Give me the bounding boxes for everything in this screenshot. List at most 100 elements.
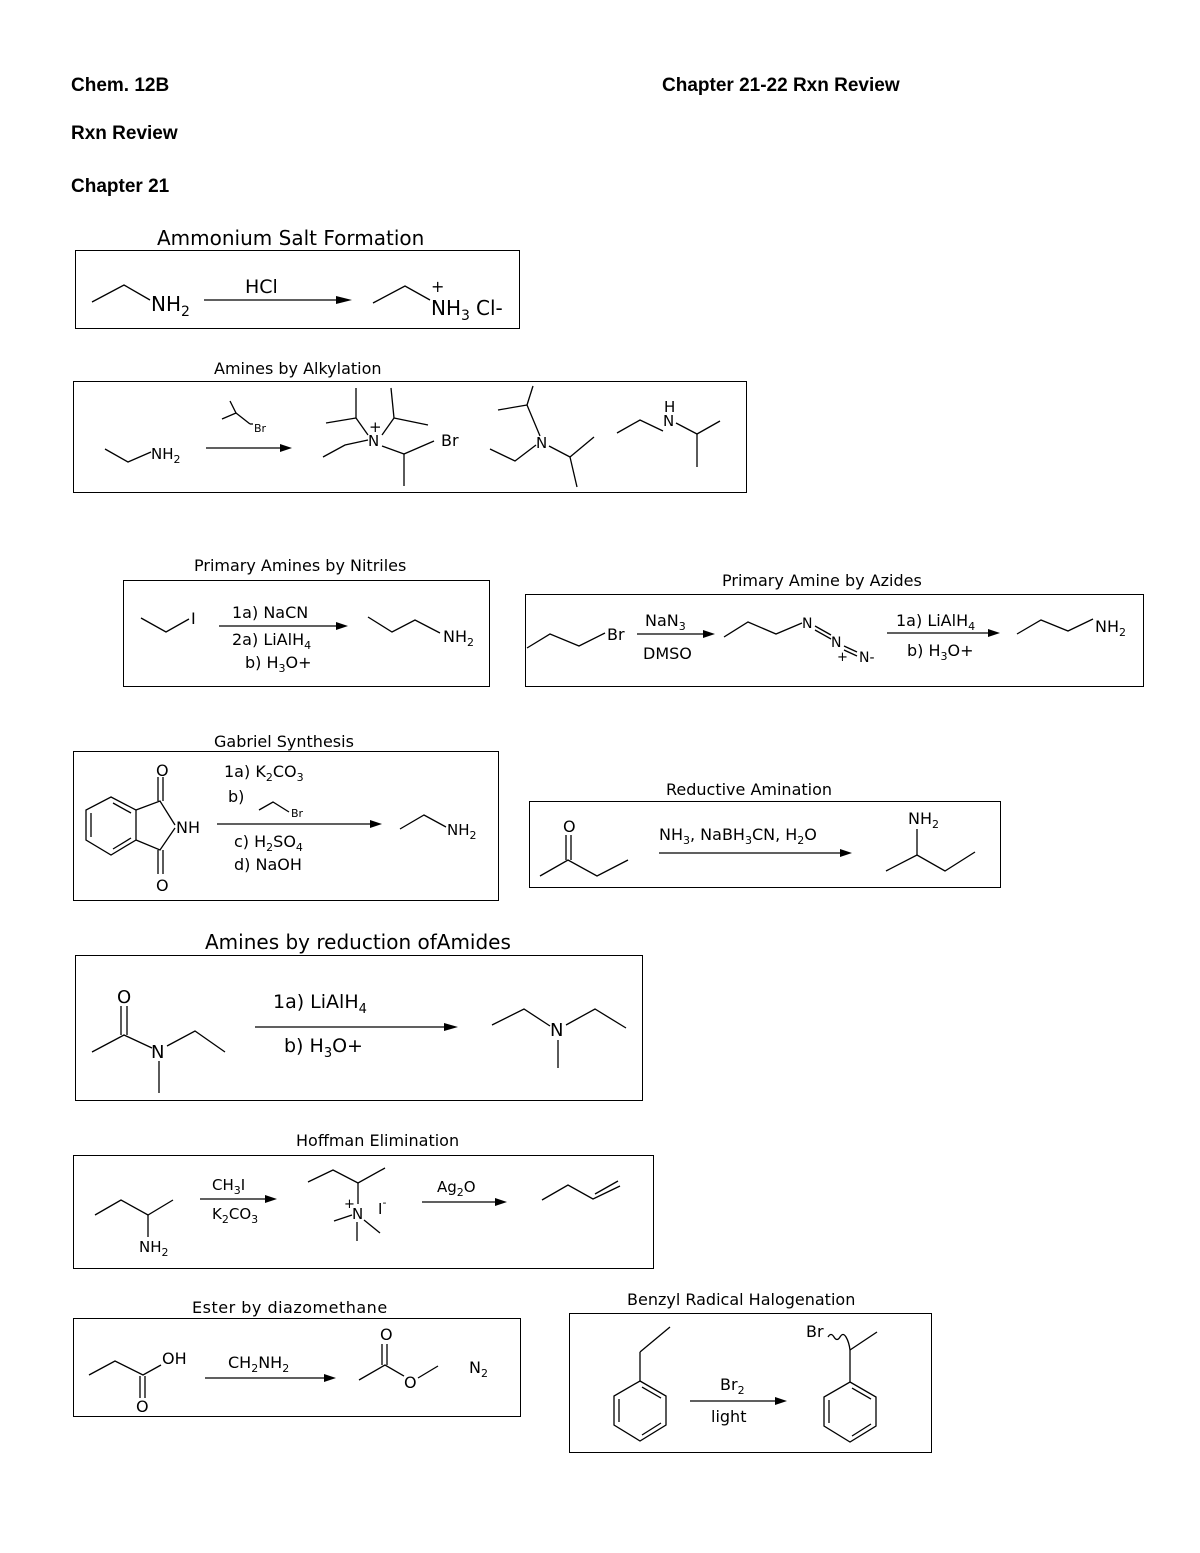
diazomethane-title: Ester by diazomethane <box>192 1298 388 1317</box>
product-ring <box>823 1381 877 1443</box>
bromide-ion: Br <box>441 431 459 450</box>
gabriel-title: Gabriel Synthesis <box>214 732 354 751</box>
benzyl-box <box>569 1313 932 1453</box>
product-bromine: Br <box>806 1322 824 1341</box>
amine-group: NH2 <box>151 445 181 466</box>
step-2: b) H3O+ <box>284 1035 363 1061</box>
amine-group: NH2 <box>1095 617 1126 639</box>
reagent-base: K2CO3 <box>212 1205 258 1226</box>
reagent-bromine: Br2 <box>720 1375 745 1397</box>
chloride-ion: Cl- <box>476 296 503 320</box>
azide-n2: N <box>831 635 841 651</box>
amine-group: NH2 <box>151 292 190 320</box>
reagent-sodium-azide: NaN3 <box>645 611 686 633</box>
carbonyl-o-bottom: O <box>156 876 169 895</box>
reductive-scheme: O NH3, NaBH3CN, H2O NH2 <box>539 809 976 877</box>
step-4: d) NaOH <box>234 855 302 874</box>
section-heading: Chapter 21 <box>71 176 170 197</box>
charge-plus: + <box>431 277 444 296</box>
step-3: b) H3O+ <box>245 653 312 675</box>
alkylation-scheme: Br NH2 + N Br N H N <box>104 385 721 488</box>
bromine: Br <box>607 625 625 644</box>
carbonyl-o: O <box>117 987 131 1008</box>
reagent-hcl: HCl <box>245 276 278 298</box>
step-1: 1a) LiAlH4 <box>896 611 975 633</box>
ethyl-chain <box>91 284 151 303</box>
gabriel-scheme: O O NH 1a) K2CO3 b) Br c) H2SO4 d) NaOH … <box>85 761 477 895</box>
ammonium-n: N <box>352 1205 363 1223</box>
ethyl-chain <box>104 448 152 463</box>
iodide-ion: I- <box>378 1196 386 1218</box>
amides-box <box>75 955 643 1101</box>
reagent-methyl-iodide: CH3I <box>212 1176 245 1197</box>
amine-group: NH2 <box>139 1238 169 1259</box>
reagent-silver-oxide: Ag2O <box>437 1178 476 1199</box>
nitriles-box <box>123 580 490 687</box>
ammonium-title: Ammonium Salt Formation <box>157 226 425 250</box>
phthalimide-benzene <box>85 796 137 856</box>
iodine: I <box>191 609 196 628</box>
reductive-box <box>529 801 1001 888</box>
azides-title: Primary Amine by Azides <box>722 571 922 590</box>
ethyl-chain <box>372 285 431 304</box>
amine-group: NH2 <box>443 627 474 649</box>
amine-group: NH2 <box>908 809 939 831</box>
reagent-list: NH3, NaBH3CN, H2O <box>659 825 817 847</box>
amide-n: N <box>151 1042 164 1063</box>
benzyl-scheme: Br2 light Br <box>613 1322 878 1443</box>
tertiary-n: N <box>536 434 547 452</box>
hoffman-scheme: NH2 CH3I K2CO3 + N I- Ag2O <box>94 1167 621 1259</box>
azide-n1: N <box>802 616 812 632</box>
charge-plus: + <box>344 1197 355 1212</box>
diazomethane-box <box>73 1318 521 1417</box>
diazomethane-scheme: OH O CH2NH2 O O N2 <box>88 1325 488 1416</box>
ammonium-n: N <box>368 432 379 450</box>
bromine: Br <box>254 422 267 435</box>
step-2: b) H3O+ <box>907 641 974 663</box>
ethylbenzene-ring <box>613 1380 667 1442</box>
azide-n3: N- <box>859 650 875 666</box>
hydroxyl-group: OH <box>162 1349 187 1368</box>
reductive-title: Reductive Amination <box>666 780 833 799</box>
chapter-title: Chapter 21-22 Rxn Review <box>662 75 900 96</box>
carbonyl-o: O <box>136 1397 149 1416</box>
charge-plus: + <box>369 418 382 436</box>
page-subtitle: Rxn Review <box>71 123 178 144</box>
hoffman-title: Hoffman Elimination <box>296 1131 460 1150</box>
charge-plus: + <box>837 650 848 665</box>
ammonium-group: NH3 <box>431 296 470 324</box>
ester-o: O <box>404 1373 417 1392</box>
ester-carbonyl-o: O <box>380 1325 393 1344</box>
step-2: b) <box>228 787 244 806</box>
ammonium-scheme: NH2 HCl + NH3 Cl- <box>91 276 503 324</box>
amine-n: N <box>550 1020 563 1041</box>
ammonium-box <box>75 250 520 329</box>
azides-scheme: Br NaN3 DMSO N N + N- 1a) LiAlH4 b) H3O+… <box>526 611 1126 666</box>
nitrogen-gas: N2 <box>469 1358 488 1380</box>
secondary-n: N <box>663 412 674 430</box>
carbonyl-o-top: O <box>156 761 169 780</box>
step-3: c) H2SO4 <box>234 832 303 854</box>
amine-group: NH2 <box>447 821 477 842</box>
isopropyl-bromide <box>221 412 251 425</box>
nitriles-title: Primary Amines by Nitriles <box>194 556 407 575</box>
alkylation-title: Amines by Alkylation <box>214 359 382 378</box>
benzyl-title: Benzyl Radical Halogenation <box>627 1290 856 1309</box>
hoffman-box <box>73 1155 654 1269</box>
azides-box <box>525 594 1144 687</box>
step-2: 2a) LiAlH4 <box>232 630 311 652</box>
amides-title: Amines by reduction ofAmides <box>205 930 511 954</box>
step-1: 1a) NaCN <box>232 603 308 622</box>
gabriel-box <box>73 751 499 901</box>
step-1: 1a) K2CO3 <box>224 762 304 784</box>
condition-light: light <box>711 1407 746 1426</box>
imide-nh: NH <box>176 818 200 837</box>
nitriles-scheme: I 1a) NaCN 2a) LiAlH4 b) H3O+ NH2 <box>140 603 474 675</box>
amine-h: H <box>664 398 675 416</box>
amides-scheme: O N 1a) LiAlH4 b) H3O+ N <box>91 987 627 1093</box>
alkylation-box <box>73 381 747 493</box>
ketone-o: O <box>563 817 576 836</box>
bromine: Br <box>291 807 304 820</box>
solvent-dmso: DMSO <box>643 644 692 663</box>
